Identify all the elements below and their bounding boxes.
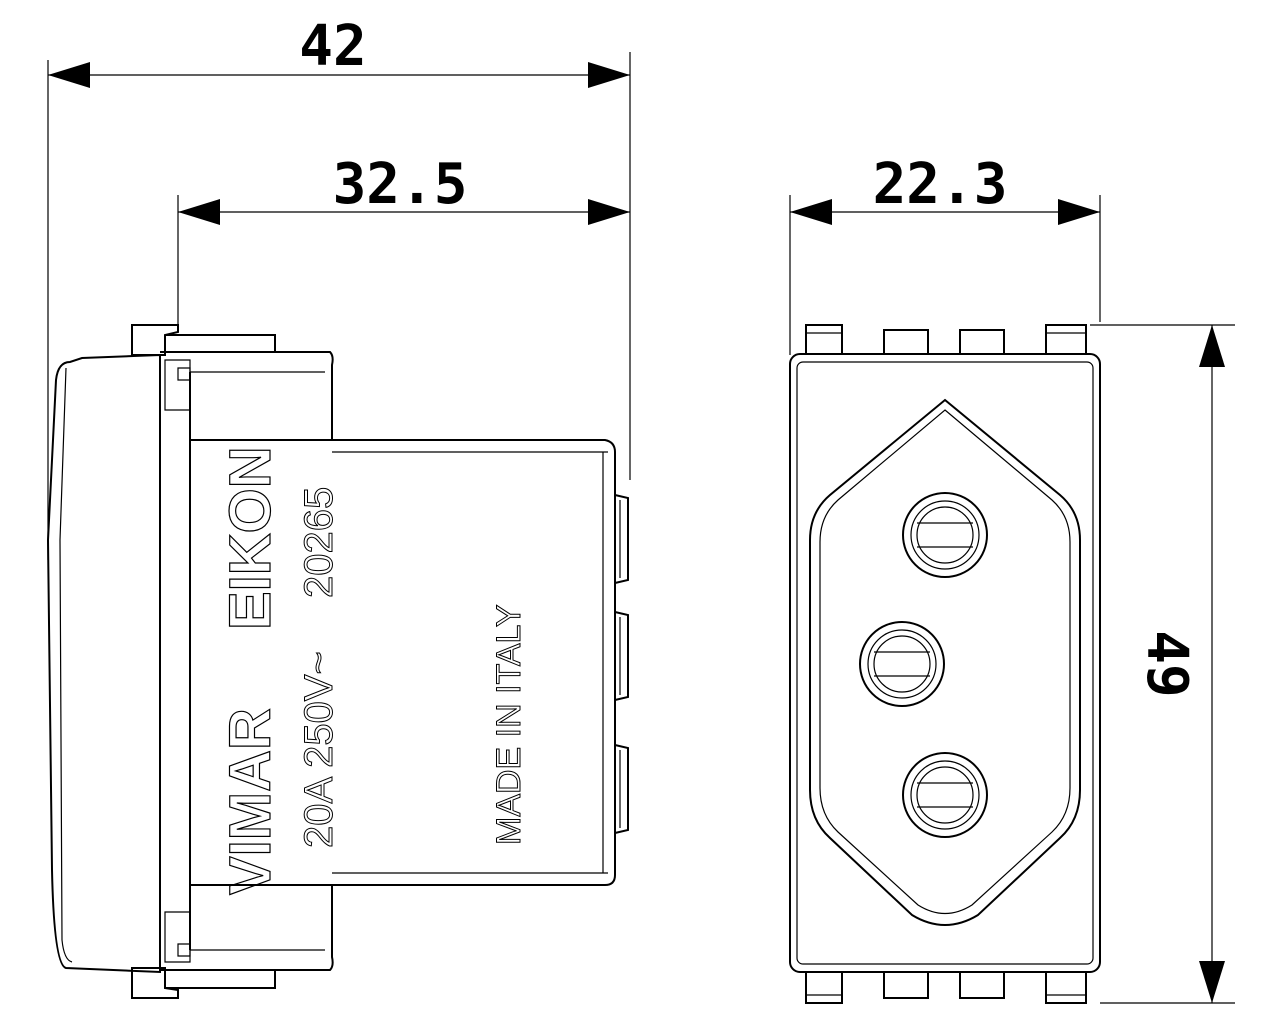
tab-bottom-1 xyxy=(805,972,843,1004)
hole-outer xyxy=(902,492,988,578)
socket-hole-middle xyxy=(859,621,945,707)
tab-top-1 xyxy=(805,324,843,354)
brand-vimar: VIMAR xyxy=(218,708,283,895)
side-view: EIKON VIMAR 20A 250V~ 20265 MADE IN ITAL… xyxy=(46,324,629,999)
socket-recess xyxy=(809,398,1081,926)
tab-bottom-4 xyxy=(1045,972,1087,1004)
dimension-overall-depth: 42 xyxy=(47,14,631,560)
front-cap-inner xyxy=(59,367,73,963)
dimension-front-width: 22.3 xyxy=(789,152,1101,355)
terminal-bump-2 xyxy=(614,611,629,701)
tab-top-3 xyxy=(959,329,1005,354)
dimension-front-height: 49 xyxy=(1090,324,1235,1004)
arrow-left-icon xyxy=(790,199,832,225)
terminal-bumps xyxy=(614,494,629,834)
top-tabs xyxy=(805,324,1087,354)
dimension-label-32-5: 32.5 xyxy=(333,152,468,217)
dimension-body-depth: 32.5 xyxy=(177,152,630,330)
upper-shoulder xyxy=(160,351,334,441)
rating-label: 20A 250V~ xyxy=(297,651,341,848)
hole-inner xyxy=(867,629,937,699)
socket-recess-inner xyxy=(819,409,1071,915)
bottom-clip-arm xyxy=(165,969,276,989)
front-frame xyxy=(789,353,1101,973)
brand-eikon: EIKON xyxy=(218,446,283,630)
product-code: 20265 xyxy=(297,487,341,598)
dimension-label-49: 49 xyxy=(1134,630,1199,697)
terminal-bump-1 xyxy=(614,494,629,584)
arrow-top-icon xyxy=(1199,325,1225,367)
dimension-label-22-3: 22.3 xyxy=(873,152,1008,217)
arrow-right-icon xyxy=(1058,199,1100,225)
hole-outer xyxy=(859,621,945,707)
bottom-latch-detail xyxy=(177,943,191,957)
arrow-left-icon xyxy=(178,199,220,225)
bottom-tabs xyxy=(805,972,1087,1004)
front-cap xyxy=(46,353,161,974)
rear-body xyxy=(332,439,616,886)
hole-core xyxy=(916,766,974,824)
arrow-bottom-icon xyxy=(1199,961,1225,1003)
tab-bottom-3 xyxy=(959,972,1005,999)
hole-inner xyxy=(910,500,980,570)
tab-bottom-2 xyxy=(883,972,929,999)
tab-top-4 xyxy=(1045,324,1087,354)
hole-inner xyxy=(910,760,980,830)
top-clip-arm xyxy=(165,334,276,353)
hole-core xyxy=(873,635,931,693)
lower-shoulder xyxy=(160,884,334,971)
origin-label: MADE IN ITALY xyxy=(490,604,528,845)
arrow-right-icon xyxy=(588,199,630,225)
socket-hole-top xyxy=(902,492,988,578)
bottom-latch xyxy=(164,911,191,963)
front-frame-inner xyxy=(796,361,1094,965)
arrow-right-icon xyxy=(588,62,630,88)
hole-outer xyxy=(902,752,988,838)
terminal-bump-3 xyxy=(614,744,629,834)
front-view xyxy=(789,324,1101,1004)
top-latch-detail xyxy=(177,367,191,381)
socket-hole-bottom xyxy=(902,752,988,838)
tab-top-2 xyxy=(883,329,929,354)
top-clip xyxy=(131,324,179,356)
arrow-left-icon xyxy=(48,62,90,88)
hole-core xyxy=(916,506,974,564)
dimension-label-42: 42 xyxy=(299,14,366,79)
